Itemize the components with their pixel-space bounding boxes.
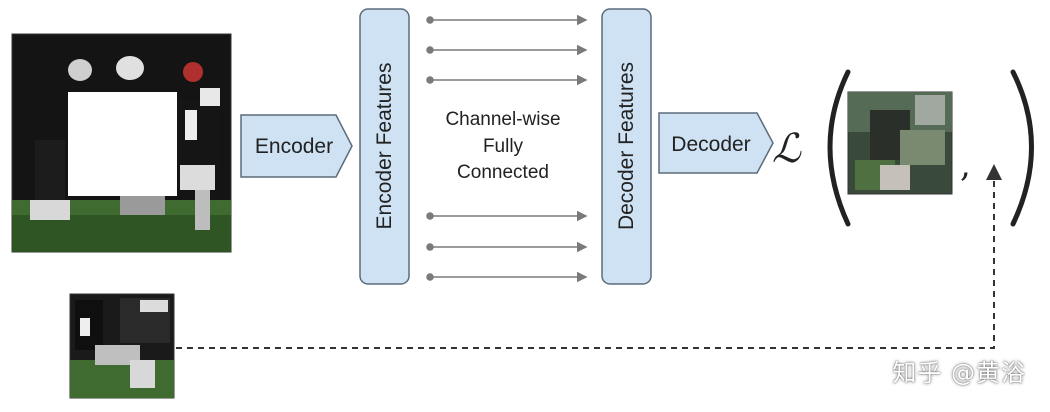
football-patch-icon <box>69 293 175 399</box>
decoder-label: Decoder <box>671 133 750 156</box>
encoder-features-block: Encoder Features <box>359 8 410 285</box>
decoder-features-block: Decoder Features <box>601 8 652 285</box>
channel-wise-connections <box>426 14 588 283</box>
channel-wise-label: Channel-wise Fully Connected <box>445 109 560 183</box>
encoder-features-label: Encoder Features <box>373 63 396 230</box>
loss-function: ℒ , <box>772 69 1034 227</box>
loss-comma: , <box>960 145 971 185</box>
channel-wise-line2: Fully <box>483 136 524 157</box>
right-parenthesis <box>1010 69 1034 227</box>
encoder-block: Encoder <box>240 114 353 178</box>
loss-symbol: ℒ <box>772 126 802 172</box>
ground-truth-patch <box>69 293 175 399</box>
input-image <box>11 33 232 253</box>
watermark: 知乎 @黄浴 <box>892 359 1026 387</box>
left-parenthesis <box>827 69 851 227</box>
reconstructed-patch-icon <box>847 91 953 195</box>
encoder-label: Encoder <box>255 135 333 158</box>
football-photo-masked-icon <box>11 33 232 253</box>
channel-wise-line3: Connected <box>457 162 549 183</box>
decoder-block: Decoder <box>658 112 774 174</box>
decoder-features-label: Decoder Features <box>615 62 638 230</box>
channel-wise-line1: Channel-wise <box>445 109 560 130</box>
dashed-arrow <box>176 164 1002 349</box>
